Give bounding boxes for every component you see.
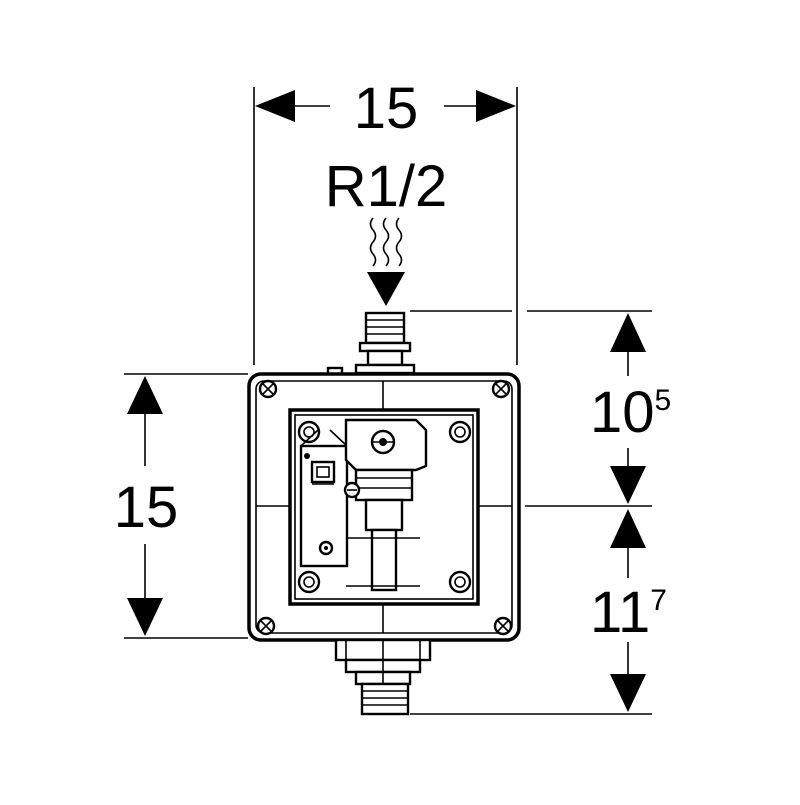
upper-offset-label: 105: [590, 380, 671, 445]
screw-icon: [448, 570, 472, 594]
screw-icon: [491, 379, 511, 399]
left-height-label: 15: [114, 475, 179, 540]
installation-box: [247, 311, 521, 716]
screw-icon: [448, 420, 472, 444]
arrow-up-icon: [610, 313, 646, 352]
screw-icon: [297, 570, 321, 594]
outlet-connector: [334, 638, 432, 716]
arrow-down-icon: [610, 674, 646, 712]
valve-body: [343, 418, 428, 592]
arrow-down-icon: [127, 598, 163, 636]
arrow-left-icon: [255, 90, 295, 122]
top-width-dimension: 15: [253, 76, 518, 365]
arrow-down-icon: [610, 466, 646, 504]
screw-icon: [493, 616, 513, 636]
screw-icon: [258, 379, 278, 399]
arrow-up-icon: [127, 376, 163, 414]
wavy-lines-icon: [369, 217, 403, 267]
electronics-module: [299, 429, 349, 568]
inlet-connector: [326, 311, 416, 376]
connection-thread-label: R1/2: [325, 154, 448, 219]
right-offset-dimensions: 105 117: [410, 310, 671, 715]
lower-offset-label: 117: [590, 580, 667, 645]
arrow-up-icon: [610, 509, 646, 548]
arrow-down-icon: [367, 272, 405, 306]
left-height-dimension: 15: [114, 373, 248, 639]
top-width-label: 15: [354, 76, 419, 141]
screw-icon: [297, 420, 321, 444]
arrow-right-icon: [476, 90, 516, 122]
screw-icon: [256, 616, 276, 636]
